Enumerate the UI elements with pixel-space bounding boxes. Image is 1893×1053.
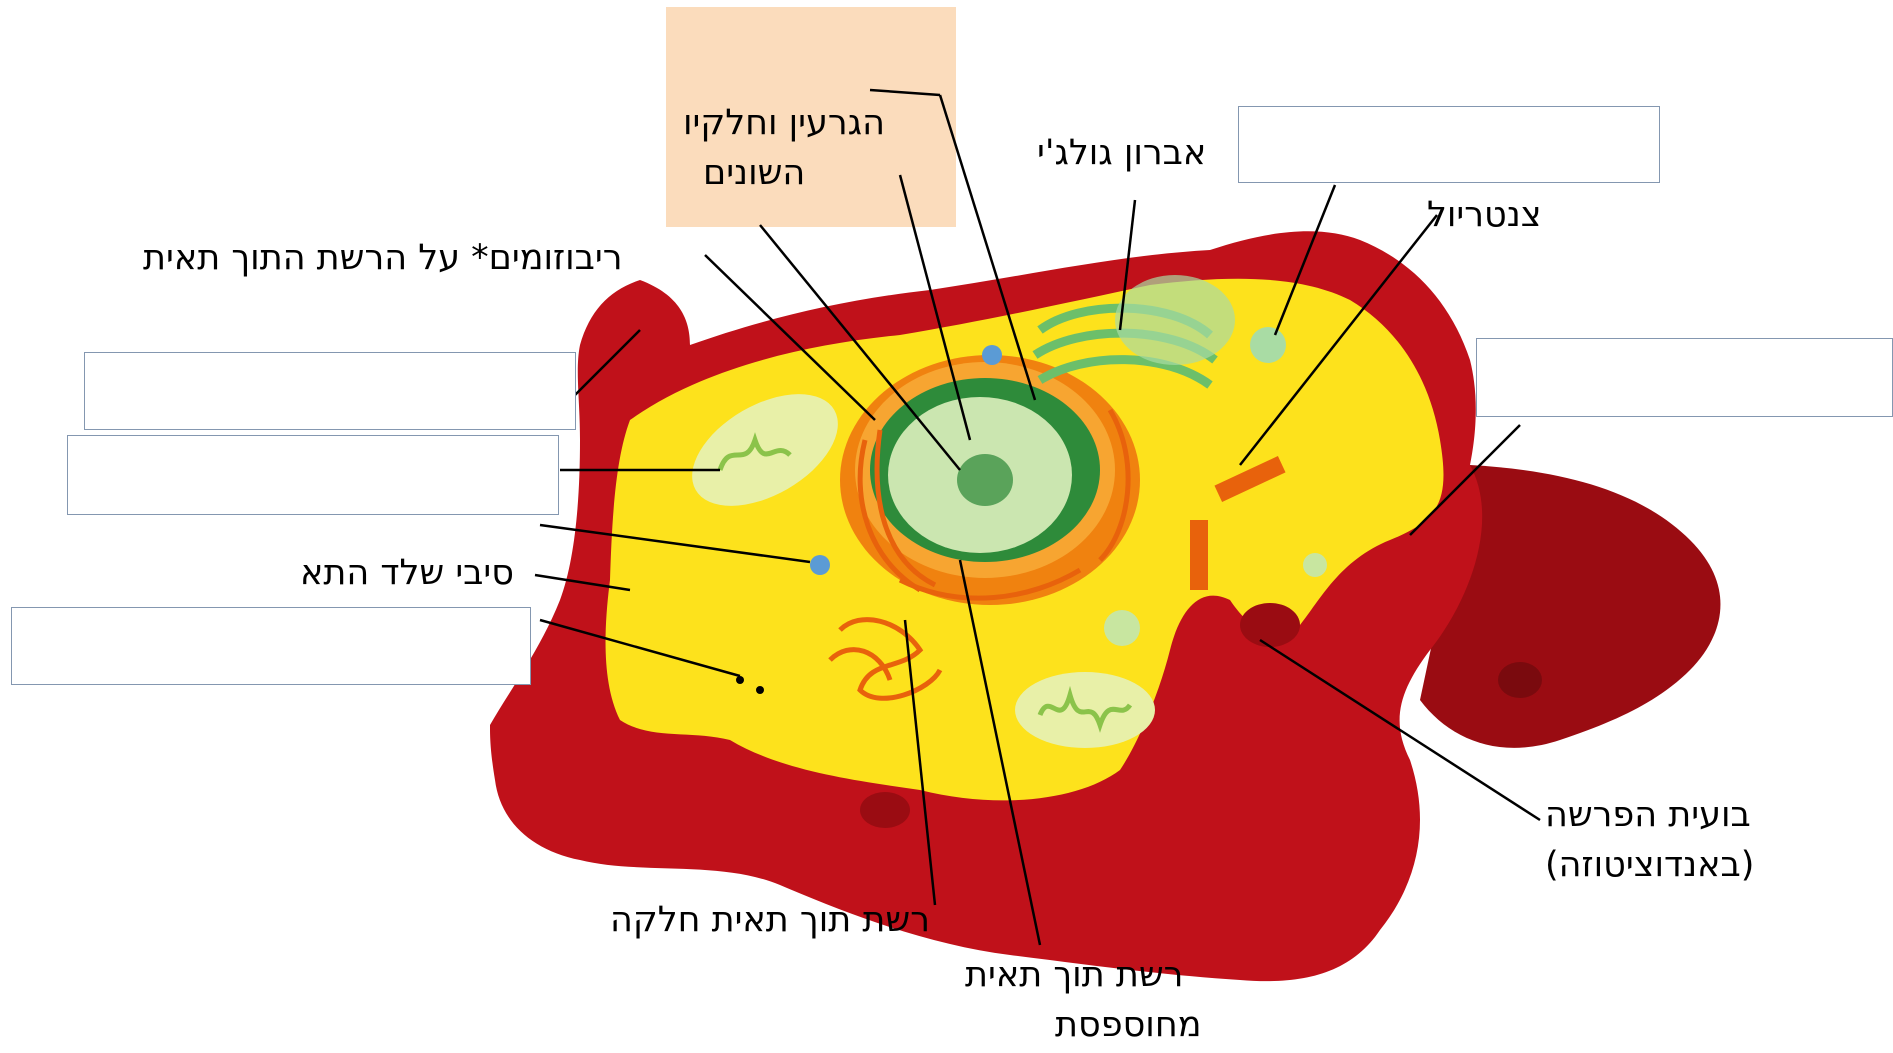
label-centriole: צנטריול	[1427, 190, 1542, 240]
label-smooth-er: רשת תוך תאית חלקה	[610, 895, 930, 945]
mitochondrion-2	[1015, 672, 1155, 748]
answer-box-left-2[interactable]	[67, 435, 559, 515]
endocytic-vesicle	[1240, 603, 1300, 647]
answer-box-left-1[interactable]	[84, 352, 576, 430]
label-rough-er-line1: רשת תוך תאית	[965, 950, 1183, 1000]
label-golgi: אברון גולג'י	[1037, 128, 1206, 178]
label-nucleus-line2: השונים	[703, 148, 805, 198]
label-cytoskeleton: סיבי שלד התא	[300, 548, 514, 598]
label-nucleus-line1: הגרעין וחלקיו	[683, 98, 885, 148]
label-vesicle-line1: בועית הפרשה	[1545, 790, 1751, 840]
label-ribosomes: ריבוזומים* על הרשת התוך תאית	[143, 233, 623, 283]
label-rough-er-line2: מחוספסת	[1055, 1000, 1201, 1050]
answer-box-top-right[interactable]	[1238, 106, 1660, 183]
label-vesicle-line2: (באנדוציטוזה)	[1545, 840, 1754, 890]
nucleolus	[957, 454, 1013, 506]
answer-box-right[interactable]	[1476, 338, 1893, 417]
nucleus	[840, 355, 1140, 605]
answer-box-left-3[interactable]	[11, 607, 531, 685]
